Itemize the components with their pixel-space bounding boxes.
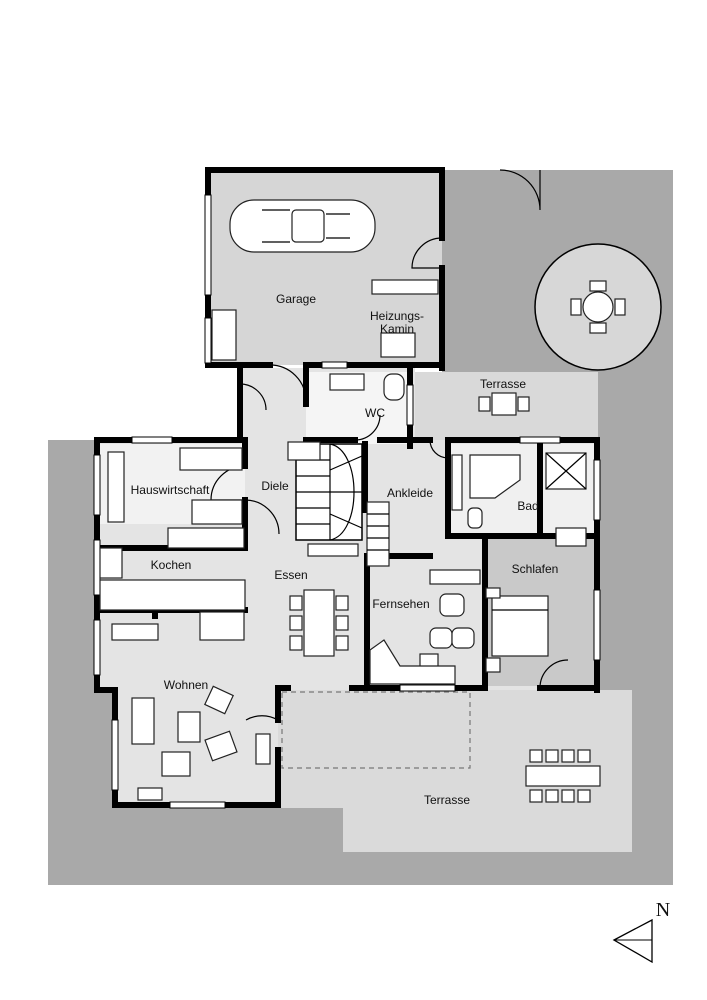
room-label-kochen: Kochen <box>151 558 192 572</box>
room-label-garage: Garage <box>276 292 316 306</box>
windows <box>93 194 601 809</box>
north-arrow: N <box>612 899 670 964</box>
room-label-diele: Diele <box>261 479 289 493</box>
room-label-hauswirtschaft: Hauswirtschaft <box>131 483 210 497</box>
staircase <box>287 441 390 567</box>
terrace-table-icon <box>525 749 601 803</box>
room-label-heizung-line2: Kamin <box>380 322 414 336</box>
furniture <box>99 199 626 803</box>
room-label-essen: Essen <box>274 568 307 582</box>
compass-label: N <box>656 899 670 921</box>
room-label-terrasse-south: Terrasse <box>424 793 470 807</box>
room-label-bad: Bad <box>517 499 538 513</box>
room-label-wohnen: Wohnen <box>164 678 208 692</box>
room-label-schlafen: Schlafen <box>512 562 559 576</box>
room-labels: Garage Heizungs- Kamin Terrasse WC Hausw… <box>131 292 559 807</box>
room-label-terrasse-north: Terrasse <box>480 377 526 391</box>
room-label-fernsehen: Fernsehen <box>372 597 429 611</box>
patio-table-icon <box>570 280 626 334</box>
room-label-wc: WC <box>365 406 385 420</box>
room-label-heizung-line1: Heizungs- <box>370 309 424 323</box>
room-label-ankleide: Ankleide <box>387 486 433 500</box>
dining-table-icon <box>289 589 349 657</box>
compass-arrow-icon <box>612 918 653 964</box>
car-icon <box>229 199 376 253</box>
